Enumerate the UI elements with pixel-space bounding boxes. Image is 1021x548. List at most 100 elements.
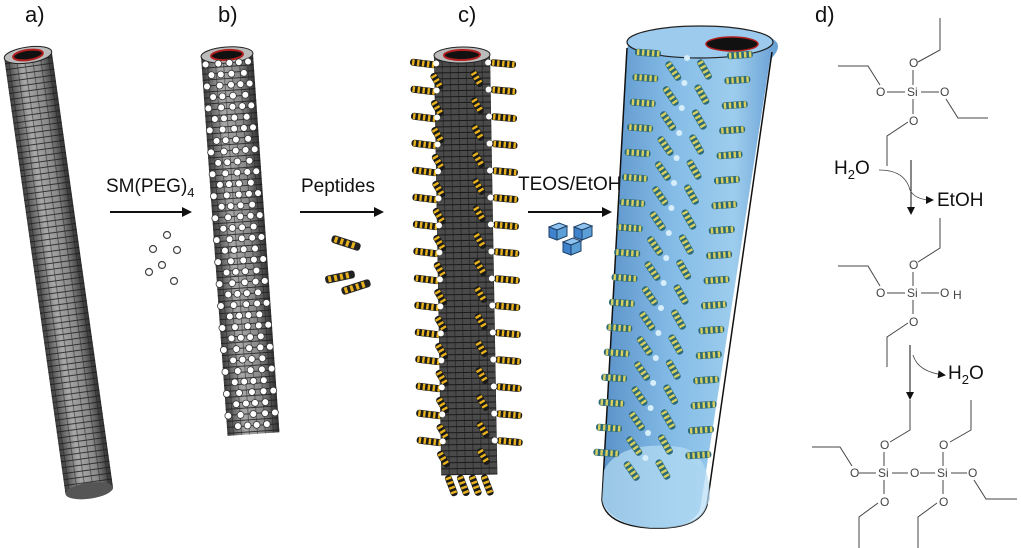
peg-sphere — [217, 103, 225, 112]
peg-sphere — [671, 180, 677, 186]
peptide-helix — [686, 159, 702, 180]
peg-sphere — [249, 123, 257, 132]
peg-sphere — [215, 81, 224, 90]
peg-sphere — [257, 233, 266, 241]
atom-o: O — [850, 466, 859, 480]
peg-sphere — [229, 356, 237, 365]
peg-sphere — [684, 55, 690, 61]
peg-sphere — [252, 266, 261, 275]
peg-sphere — [248, 200, 256, 209]
peg-sphere — [220, 114, 228, 123]
peptide-helix — [619, 198, 646, 208]
peg-sphere — [434, 141, 441, 148]
peptide-helix — [595, 423, 622, 433]
peg-sphere — [645, 430, 651, 436]
peg-sphere — [207, 148, 215, 157]
peg-sphere — [647, 405, 654, 411]
peg-sphere — [231, 146, 240, 155]
peg-sphere — [245, 79, 254, 88]
peg-sphere — [254, 189, 262, 197]
peptide-helix — [415, 382, 442, 393]
peg-sphere — [491, 437, 498, 444]
peg-sphere — [271, 408, 279, 417]
peg-sphere — [212, 137, 221, 145]
peg-sphere — [204, 104, 213, 113]
atom-o-bridge: O — [910, 466, 919, 480]
peptide-helix — [470, 97, 484, 114]
atom-o: O — [876, 85, 885, 99]
tube-c — [410, 46, 523, 497]
peg-sphere — [246, 211, 255, 220]
peg-sphere — [211, 115, 219, 123]
peptide-helix — [476, 448, 491, 465]
peptide-helix — [678, 234, 694, 255]
atom-o: O — [880, 438, 889, 452]
peptide-helix — [652, 186, 669, 206]
peg-sphere — [235, 311, 243, 320]
peptide-helix — [436, 396, 450, 414]
peg-sphere — [266, 342, 274, 351]
peg-sphere — [229, 301, 238, 309]
peg-sphere — [218, 125, 227, 134]
peptide-helix — [410, 85, 437, 96]
peptide-helix — [616, 223, 643, 233]
peg-sphere — [207, 71, 216, 79]
atom-o: O — [909, 258, 918, 272]
peg-sphere — [228, 102, 237, 111]
peg-sphere — [232, 345, 241, 353]
peg-sphere — [242, 112, 251, 121]
peptide-helix — [412, 193, 439, 204]
peg-sphere — [210, 192, 218, 201]
peg-sphere — [252, 421, 261, 429]
peg-sphere — [251, 244, 259, 253]
peg-sphere — [245, 156, 254, 165]
peg-sphere — [248, 233, 257, 242]
peg-sphere — [250, 145, 259, 154]
panel-label-b: b) — [218, 2, 238, 27]
peg-sphere — [233, 168, 242, 177]
encapsulated-peptide-layer — [593, 48, 753, 481]
peptide-helix — [472, 178, 486, 195]
peptide-helix — [726, 50, 753, 60]
peg-sphere — [211, 214, 220, 223]
peptide-helix — [435, 369, 449, 387]
peg-sphere — [221, 368, 230, 376]
peg-sphere — [676, 130, 683, 136]
peptide-helix — [713, 175, 740, 185]
peptide-helix — [685, 450, 712, 460]
peptide-helix — [444, 474, 458, 497]
peg-sphere — [668, 205, 675, 211]
atom-si-3: Si — [878, 466, 889, 480]
peptide-helix — [414, 328, 441, 339]
peptide-helix — [665, 61, 682, 81]
peptide-helix — [623, 461, 640, 481]
peg-sphere — [235, 58, 243, 66]
peg-sphere — [245, 344, 253, 352]
peg-sphere — [243, 421, 252, 430]
peptide-helix — [654, 161, 671, 181]
peptide-helix — [473, 232, 487, 249]
peg-sphere — [234, 190, 243, 199]
peptide-helix — [711, 200, 738, 210]
peptide-helix — [655, 459, 671, 480]
peptide-helix — [660, 409, 676, 430]
peptide-helix — [703, 275, 730, 285]
peg-sphere — [236, 201, 245, 210]
step-label-peg-sub: 4 — [187, 184, 195, 200]
panel-label-c: c) — [458, 2, 477, 27]
peg-sphere — [267, 364, 276, 373]
teos-atoms: Si O O O O — [876, 56, 949, 128]
peg-sphere — [650, 380, 657, 386]
peptide-helix — [647, 236, 664, 256]
peg-sphere — [235, 179, 243, 188]
peg-sphere — [222, 268, 231, 277]
silica-cube-icon — [547, 222, 594, 256]
peptide-helix — [641, 286, 658, 306]
siloxane-atoms: Si Si O O O O O O O — [850, 438, 977, 509]
peptide-helix — [629, 98, 656, 108]
peptide-helix — [593, 448, 620, 458]
peptide-helix — [611, 273, 638, 283]
water-product-o: O — [968, 363, 984, 384]
peg-sphere — [230, 113, 239, 122]
peg-sphere — [247, 355, 256, 363]
